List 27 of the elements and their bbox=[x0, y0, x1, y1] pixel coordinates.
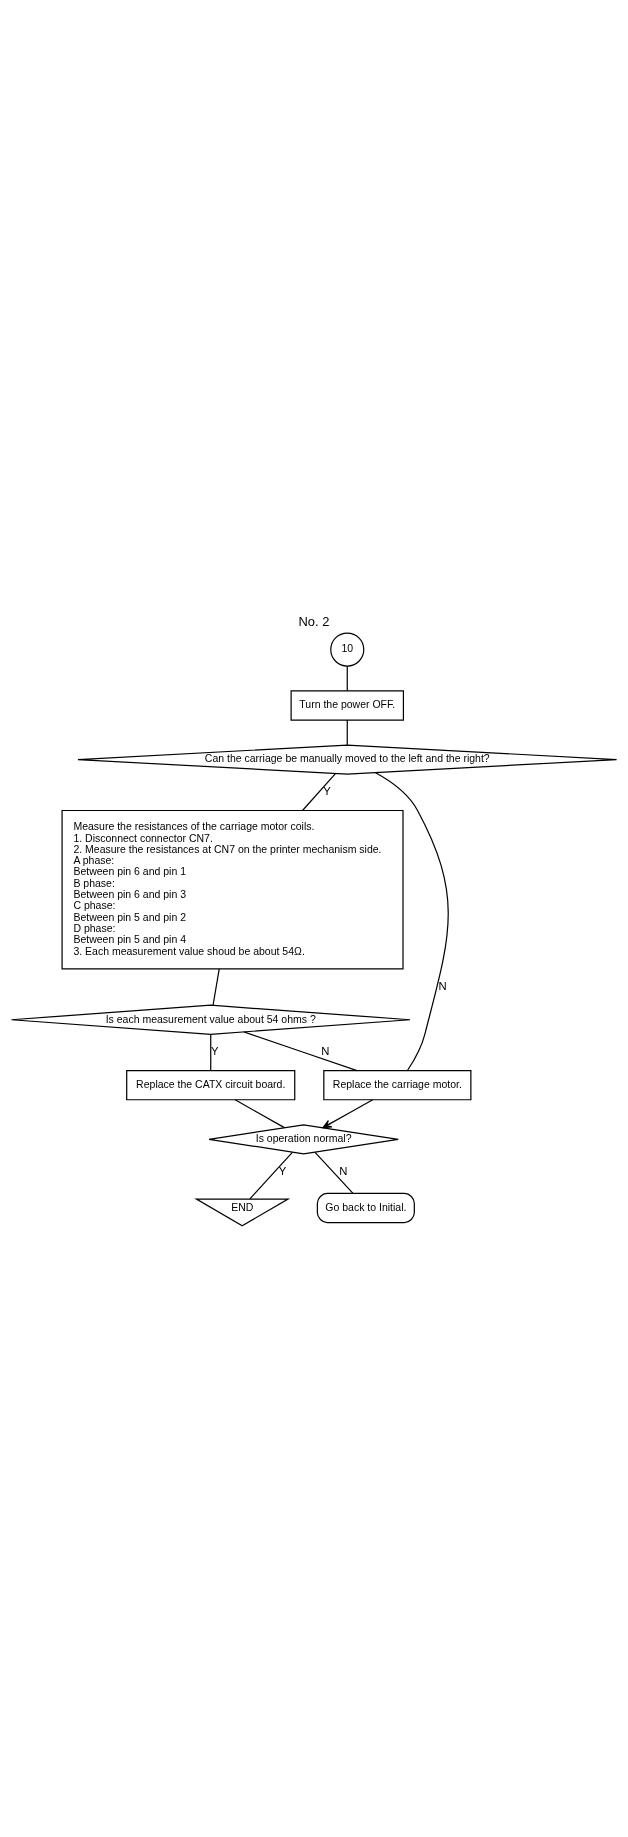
node-diamond: Is operation normal? bbox=[208, 1123, 399, 1154]
edge-label: Y bbox=[211, 1044, 219, 1057]
node-box: Replace the carriage motor. bbox=[323, 1069, 472, 1100]
edge-label: Y bbox=[278, 1164, 287, 1177]
node-box: Replace the CATX circuit board. bbox=[126, 1069, 296, 1100]
edge-label: N bbox=[438, 979, 447, 992]
diagram-title: No. 2 bbox=[298, 613, 330, 629]
node-box: Go back to Initial. bbox=[316, 1192, 415, 1223]
arrow bbox=[322, 1098, 374, 1128]
node-box: Measure the resistances of the carriage motor coils. 1. Disconnect connector CN7. 2. Measure the resistances at CN7 on the printer mechanism side. A phase: Between pin 6 and pin 1 B phase: Between pin 6 and pin 3 C phase: Between pin 5 and pin 2 D phase: Between pin 5 and pin 4 3. Each measurement value shoud be about 54Ω. bbox=[61, 809, 404, 969]
connector bbox=[249, 1151, 293, 1199]
connector bbox=[346, 665, 348, 691]
edge-label: N bbox=[339, 1164, 348, 1177]
connector bbox=[346, 719, 348, 746]
edge-label: Y bbox=[323, 784, 331, 797]
node-diamond: Is each measurement value about 54 ohms ? bbox=[10, 1004, 411, 1035]
connector bbox=[234, 1098, 285, 1128]
connector bbox=[374, 771, 449, 1071]
connector bbox=[301, 772, 337, 811]
node-circle: 10 bbox=[330, 631, 365, 667]
connector bbox=[210, 1033, 212, 1071]
node-box: Turn the power OFF. bbox=[290, 689, 404, 721]
connector bbox=[314, 1151, 354, 1194]
connector bbox=[212, 967, 220, 1006]
connector bbox=[243, 1030, 358, 1071]
edge-label: N bbox=[321, 1044, 330, 1057]
node-diamond: Can the carriage be manually moved to the left and the right? bbox=[77, 743, 618, 775]
